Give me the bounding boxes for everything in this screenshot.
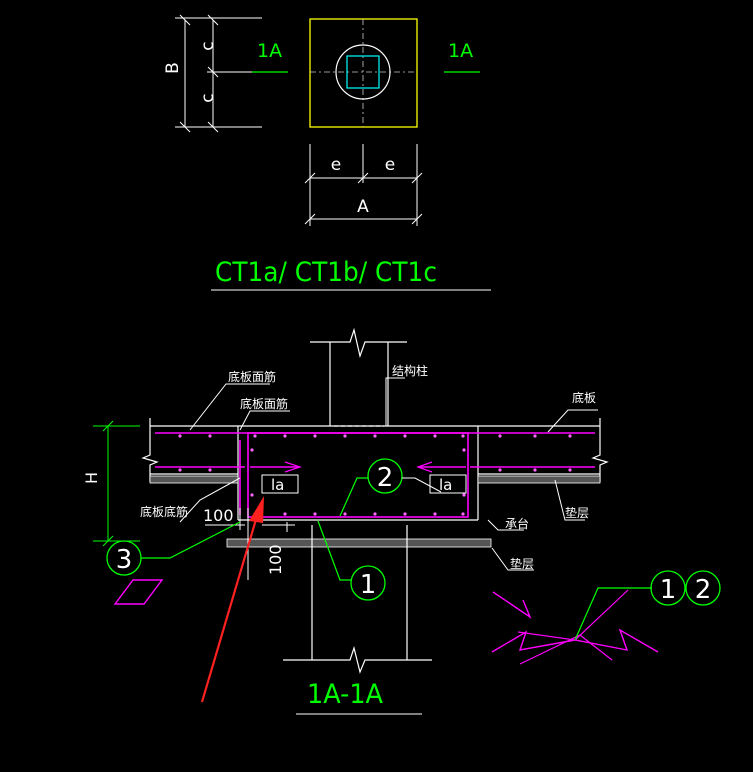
label-column: 结构柱 xyxy=(392,363,428,378)
slab-outline xyxy=(141,418,609,482)
svg-text:2: 2 xyxy=(695,575,712,605)
label-cushion-bottom: 垫层 xyxy=(510,556,534,571)
svg-text:1: 1 xyxy=(360,570,377,600)
label-slab: 底板 xyxy=(572,390,596,405)
label-top-bar-2: 底板面筋 xyxy=(240,396,288,411)
dim-c-bottom-label: c xyxy=(198,93,218,102)
la-left-label: la xyxy=(271,476,284,494)
dimension-B xyxy=(175,14,284,133)
dim-H-label: H xyxy=(82,472,101,484)
dim-100-horizontal: 100 xyxy=(203,506,234,525)
pile-cap-plan xyxy=(309,18,418,128)
cap-cushion xyxy=(226,538,492,548)
pile-cap-section xyxy=(237,426,479,521)
la-arrow-left xyxy=(284,461,302,473)
rebar-hook-sketch xyxy=(113,579,164,605)
callout-3: 3 xyxy=(106,521,241,576)
svg-text:1: 1 xyxy=(660,575,677,605)
label-cap: 承台 xyxy=(505,516,529,531)
section-title: 1A-1A xyxy=(307,679,383,710)
red-arrow-annotation xyxy=(200,496,264,703)
svg-text:2: 2 xyxy=(377,463,394,493)
dim-100-vertical: 100 xyxy=(266,544,285,575)
label-cushion-right: 垫层 xyxy=(565,505,589,520)
slab-cushion-left xyxy=(149,475,239,484)
rebar-lines xyxy=(155,432,595,518)
section-mark-left: 1A xyxy=(257,40,282,62)
plan-view: B c c 1A 1A e e A CT1a/ CT1b/ xyxy=(163,14,491,291)
dim-c-top-label: c xyxy=(198,41,218,50)
label-bottom-bar: 底板底筋 xyxy=(140,504,188,519)
dimension-A xyxy=(304,144,423,226)
section-mark-right: 1A xyxy=(448,40,473,62)
dim-B-label: B xyxy=(163,62,183,74)
label-top-bar-1: 底板面筋 xyxy=(228,369,276,384)
la-box-left xyxy=(261,474,299,494)
dim-e-left-label: e xyxy=(331,155,341,175)
callout-1: 1 xyxy=(317,520,386,601)
svg-text:3: 3 xyxy=(116,545,133,575)
rebar-dots xyxy=(178,434,572,516)
callout-12: 1 2 xyxy=(491,570,721,665)
slab-cushion-right xyxy=(477,475,601,484)
pile-circle-plan xyxy=(335,44,391,100)
section-view: la la H 100 xyxy=(82,327,721,715)
plan-title: CT1a/ CT1b/ CT1c xyxy=(215,257,437,288)
column-square-plan xyxy=(346,55,380,89)
dim-e-right-label: e xyxy=(385,155,395,175)
callout-2: 2 xyxy=(339,458,442,517)
la-arrow-right xyxy=(416,461,433,473)
leader-lines xyxy=(179,377,598,580)
dim-A-label: A xyxy=(357,197,369,217)
pile-section xyxy=(283,525,432,674)
la-box-right xyxy=(429,474,467,494)
dimension-H xyxy=(93,420,140,547)
la-right-label: la xyxy=(439,476,452,494)
